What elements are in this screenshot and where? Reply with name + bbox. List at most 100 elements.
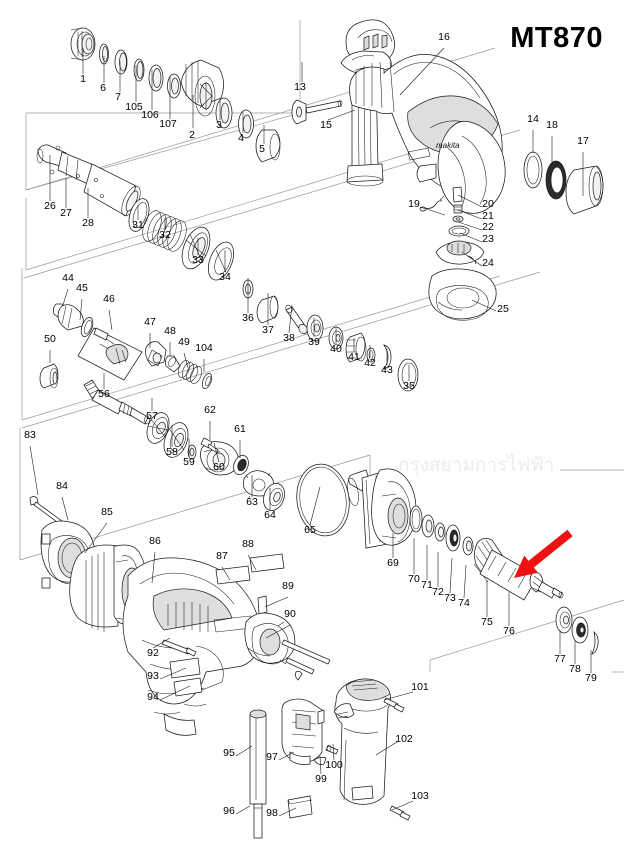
part-32-spring <box>142 210 187 252</box>
leader-line <box>29 445 39 496</box>
part-number-37: 37 <box>262 324 274 336</box>
part-number-78: 78 <box>569 663 581 675</box>
part-number-70: 70 <box>408 573 420 585</box>
leader-line <box>278 751 295 761</box>
leader-line <box>457 194 483 208</box>
part-22-small-washer <box>452 215 464 223</box>
part-number-60: 60 <box>213 461 225 473</box>
part-49-spring <box>177 360 203 384</box>
part-73-bearing <box>445 524 461 552</box>
page-title: MT870 <box>510 22 603 54</box>
part-number-36: 36 <box>242 312 254 324</box>
part-number-44: 44 <box>62 272 74 284</box>
part-50-bushing <box>39 363 59 389</box>
spindle-group <box>36 144 419 392</box>
motor-and-handle-group <box>29 496 411 839</box>
part-number-85: 85 <box>101 506 113 518</box>
leader-line <box>391 800 414 811</box>
part-number-47: 47 <box>144 316 156 328</box>
leader-line <box>235 805 251 815</box>
leader-line <box>327 109 356 121</box>
part-88-label <box>249 553 285 573</box>
highlight-arrow-shape <box>514 529 573 578</box>
part-number-1: 1 <box>80 73 86 85</box>
part-35-o-ring <box>397 358 419 392</box>
part-17-sleeve <box>565 165 604 215</box>
part-1-chuck-cap <box>70 27 96 61</box>
part-56-shaft <box>83 379 150 425</box>
part-95-96-rod <box>249 709 267 839</box>
part-number-2: 2 <box>189 129 195 141</box>
part-number-97: 97 <box>266 751 278 763</box>
part-62-screw <box>200 437 219 454</box>
part-70-o-ring <box>409 505 423 533</box>
part-31-retaining-ring <box>128 198 150 232</box>
part-26-27-28-spindle <box>36 144 141 217</box>
part-77-bearing <box>555 606 573 634</box>
part-number-94: 94 <box>147 691 159 703</box>
part-86-body-housing <box>122 557 261 736</box>
part-number-72: 72 <box>432 586 444 598</box>
part-25-cover <box>428 268 497 321</box>
part-72-bearing <box>434 522 446 542</box>
part-6-retaining-ring <box>99 43 109 65</box>
highlight-arrow <box>514 529 573 578</box>
part-number-14: 14 <box>527 113 539 125</box>
leader-line <box>457 221 483 231</box>
part-number-41: 41 <box>348 351 360 363</box>
part-number-61: 61 <box>234 423 246 435</box>
part-number-18: 18 <box>546 119 558 131</box>
part-number-98: 98 <box>266 807 278 819</box>
part-33-clutch-cam <box>181 226 211 270</box>
leader-line <box>79 298 83 321</box>
part-103-screw <box>389 805 411 821</box>
part-number-56: 56 <box>98 388 110 400</box>
part-number-71: 71 <box>421 579 433 591</box>
part-number-79: 79 <box>585 672 597 684</box>
part-64-bearing <box>263 483 285 511</box>
leader-line <box>183 352 189 369</box>
part-number-107: 107 <box>159 118 177 130</box>
part-19-wire-clip <box>419 195 445 212</box>
part-16-motor-housing: makita <box>349 54 506 214</box>
leader-lines-layer <box>29 47 592 817</box>
part-number-73: 73 <box>444 592 456 604</box>
part-number-25: 25 <box>497 303 509 315</box>
part-48-pin <box>164 355 181 373</box>
part-42-o-ring <box>366 347 376 363</box>
part-number-59: 59 <box>183 456 195 468</box>
part-58-bearing <box>163 422 189 458</box>
part-34-clutch-cam <box>207 241 235 281</box>
part-97-switch-block <box>281 698 325 765</box>
part-number-16: 16 <box>438 31 450 43</box>
part-number-42: 42 <box>364 357 376 369</box>
part-number-13: 13 <box>294 81 306 93</box>
brand-wordmark: makita <box>436 141 460 150</box>
part-number-4: 4 <box>238 132 244 144</box>
chuck-assembly-group <box>70 27 281 163</box>
leader-line <box>108 309 113 331</box>
part-number-96: 96 <box>223 805 235 817</box>
part-5-sleeve <box>255 129 281 163</box>
part-number-6: 6 <box>100 82 106 94</box>
leader-line <box>449 557 453 594</box>
part-number-50: 50 <box>44 333 56 345</box>
part-number-69: 69 <box>387 557 399 569</box>
leader-line <box>235 745 253 757</box>
part-78-bearing <box>571 616 589 644</box>
part-number-104: 104 <box>195 342 213 354</box>
leader-line <box>457 209 483 220</box>
part-number-84: 84 <box>56 480 68 492</box>
part-60-crank-housing <box>200 441 239 476</box>
part-number-88: 88 <box>242 538 254 550</box>
part-number-103: 103 <box>411 790 429 802</box>
leader-line <box>264 596 289 608</box>
part-20-pin <box>452 186 463 203</box>
part-21-spring-pin <box>453 204 463 214</box>
part-number-75: 75 <box>481 616 493 628</box>
part-2-chuck-body <box>180 59 224 117</box>
part-105-washer <box>133 58 145 82</box>
part-number-32: 32 <box>159 229 171 241</box>
part-number-86: 86 <box>149 535 161 547</box>
